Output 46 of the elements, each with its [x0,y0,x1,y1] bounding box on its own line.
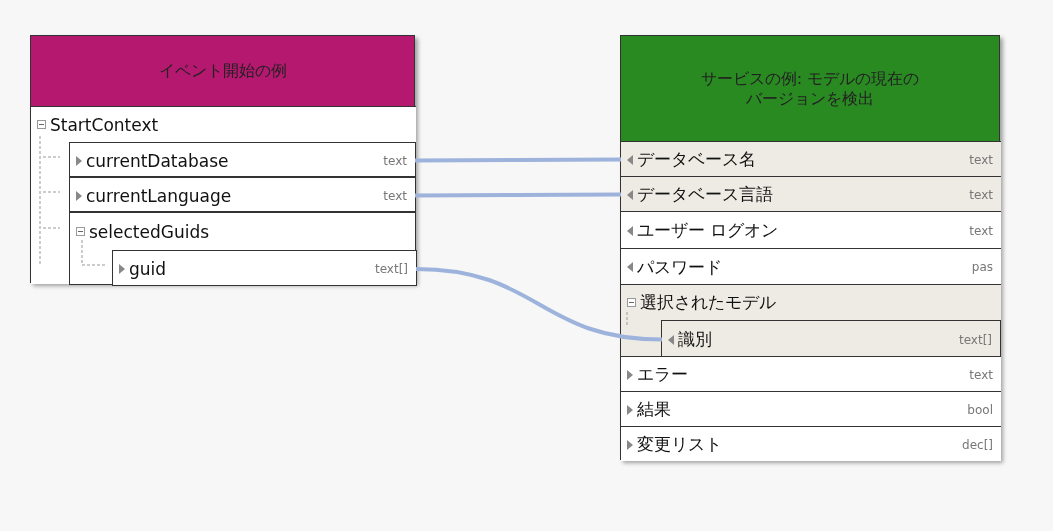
field-name: データベース名 [637,148,756,171]
type-label: text[] [374,262,408,276]
field-name: 選択されたモデル [640,291,776,314]
field-name: ユーザー ログオン [637,219,779,242]
field-name: currentLanguage [86,185,232,206]
field-row [621,248,1001,284]
field-row [621,391,1001,426]
type-label: dec[] [962,437,993,452]
field-name: StartContext [50,114,159,135]
type-label: text [383,153,407,168]
field-row [112,250,417,286]
field-row [69,142,416,177]
field-row [621,141,1001,176]
header-title: イベント開始の例 [31,36,414,106]
field-name: selectedGuids [89,221,210,242]
tree-group [69,212,416,285]
header-title: サービスの例: モデルの現在のバージョンを検出 [621,36,999,141]
connector-line [415,192,621,198]
field-name: guid [129,259,167,279]
field-name: 結果 [637,398,671,421]
type-label: text [383,188,407,203]
field-row [69,177,416,212]
type-label: text [969,223,993,238]
field-row [621,356,1001,391]
field-row [621,176,1001,211]
field-name: エラー [637,363,688,386]
type-label: text [969,152,993,167]
field-name: パスワード [637,255,722,279]
type-label: text [969,367,993,382]
connector-line [415,267,663,342]
type-label: bool [967,402,993,417]
field-row [621,211,1001,248]
node-card [30,35,415,283]
tree-group [31,106,416,284]
field-row [621,426,1001,461]
field-name: 識別 [678,328,712,351]
type-label: text [969,187,993,202]
tree-group [621,284,1001,356]
connector-line [415,157,621,163]
type-label: pas [971,260,993,274]
field-name: currentDatabase [86,150,229,171]
field-row [661,320,1001,357]
field-name: 変更リスト [637,433,722,456]
field-name: データベース言語 [637,183,773,206]
type-label: text[] [958,332,992,347]
node-card [620,35,1000,460]
